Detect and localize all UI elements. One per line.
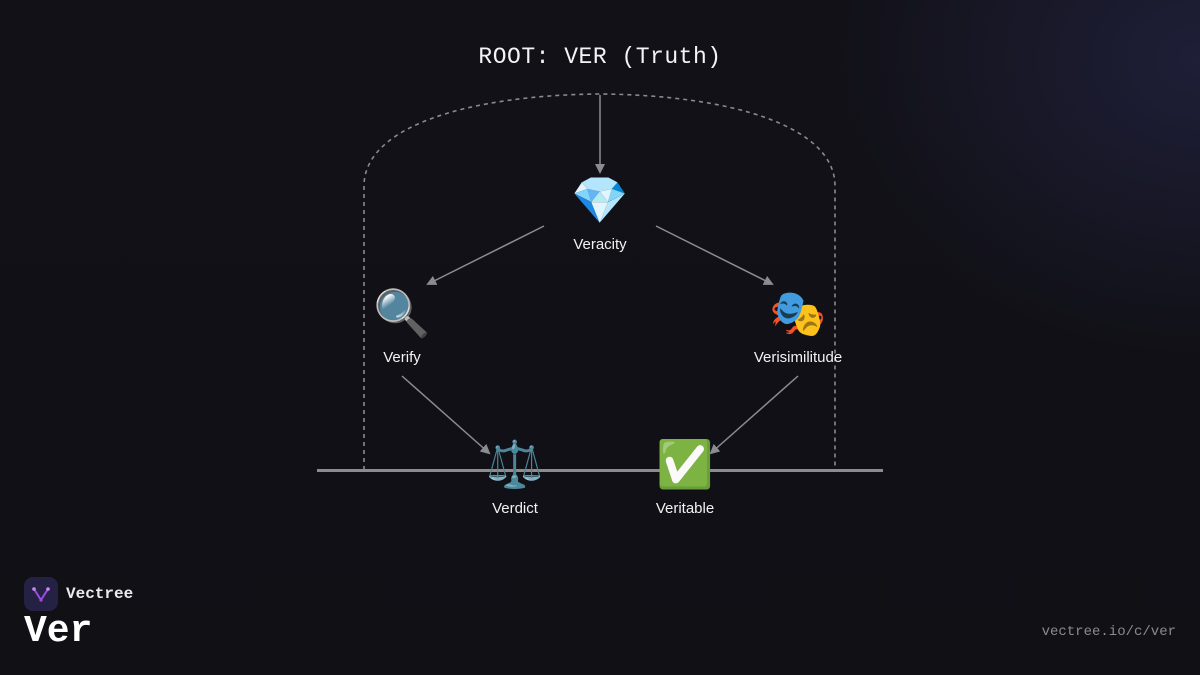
node-label-verdict: Verdict (492, 500, 538, 517)
vectree-logo-icon (24, 577, 58, 611)
node-label-verisimilitude: Verisimilitude (753, 349, 843, 366)
node-veracity[interactable]: 💎 Veracity (520, 172, 680, 253)
edge-verisimilitude-veritable (709, 375, 799, 455)
magnifying-glass-icon: 🔍 (373, 286, 431, 340)
brand-name: Vectree (66, 585, 134, 603)
node-label-veritable: Veritable (655, 500, 715, 517)
node-verdict[interactable]: ⚖️ Verdict (435, 436, 595, 517)
brand[interactable]: Vectree (24, 577, 133, 611)
source-url[interactable]: vectree.io/c/ver (1041, 624, 1176, 640)
root-word: Ver (24, 610, 93, 653)
theater-masks-icon: 🎭 (769, 286, 827, 340)
root-title: ROOT: VER (Truth) (478, 44, 722, 70)
edge-veracity-verisimilitude (655, 225, 774, 285)
node-verify[interactable]: 🔍 Verify (322, 285, 482, 366)
node-veritable[interactable]: ✅ Veritable (605, 436, 765, 517)
dashed-outline (363, 93, 836, 470)
node-label-verify: Verify (383, 349, 421, 366)
node-verisimilitude[interactable]: 🎭 Verisimilitude (718, 285, 878, 366)
node-label-veracity: Veracity (573, 236, 627, 253)
gem-icon: 💎 (571, 173, 629, 227)
edge-veracity-verify (426, 225, 545, 285)
edge-verify-verdict (401, 375, 491, 455)
check-mark-icon: ✅ (656, 437, 714, 491)
balance-scale-icon: ⚖️ (486, 437, 544, 491)
